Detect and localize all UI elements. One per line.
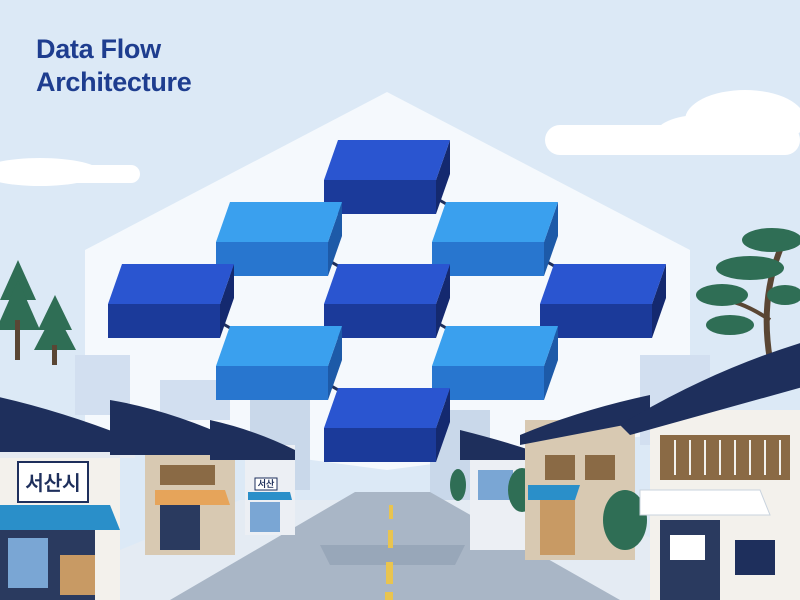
diagram-node-n5-top [324,264,450,304]
diagram-node-n2-side [328,202,342,276]
diagram-node-n6-top [540,264,666,304]
diagram-nodes [108,140,666,462]
diagram-node-n9-front [324,428,436,462]
diagram-node-n1 [324,140,450,214]
diagram-node-n2-top [216,202,342,242]
title-line-2: Architecture [36,67,192,97]
diagram-node-n4-side [220,264,234,338]
diagram-node-n7 [216,326,342,400]
title-line-1: Data Flow [36,34,161,64]
diagram-node-n7-top [216,326,342,366]
diagram-node-n3-front [432,242,544,276]
diagram-node-n4-front [108,304,220,338]
pine-tree-right [696,228,800,361]
cloud-left [0,158,140,186]
diagram-node-n9 [324,388,450,462]
hanok-shop-right-mid [520,395,650,560]
diagram-node-n2 [216,202,342,276]
pine-tree-left [0,260,76,365]
diagram-node-n7-front [216,366,328,400]
shop-sign-left: 서산시 [25,471,80,495]
diagram-node-n8 [432,326,558,400]
diagram-node-n3-top [432,202,558,242]
diagram-title: Data Flow Architecture [36,33,192,99]
hanok-shop-right-far [450,430,536,550]
hanok-shop-right-near [620,343,800,600]
diagram-node-n6 [540,264,666,338]
diagram-node-n7-side [328,326,342,400]
diagram-node-n9-side [436,388,450,462]
hanok-shop-left [0,397,135,600]
diagram-node-n1-front [324,180,436,214]
road-shadow [320,545,465,565]
diagram-node-n4 [108,264,234,338]
cloud-right [545,90,800,155]
diagram-node-n6-side [652,264,666,338]
diagram-node-n6-front [540,304,652,338]
shop-sign-small: 서산 [258,478,275,490]
diagram-node-n2-front [216,242,328,276]
diagram-node-n8-front [432,366,544,400]
diagram-node-n5-side [436,264,450,338]
diagram-node-n3 [432,202,558,276]
diagram-node-n3-side [544,202,558,276]
diagram-node-n8-top [432,326,558,366]
diagram-node-n1-top [324,140,450,180]
diagram-node-n5-front [324,304,436,338]
diagram-node-n4-top [108,264,234,304]
diagram-node-n9-top [324,388,450,428]
hanok-shop-left-3 [210,420,295,535]
diagram-node-n1-side [436,140,450,214]
diagram-node-n8-side [544,326,558,400]
road-center-line [385,505,393,600]
diagram-node-n5 [324,264,450,338]
